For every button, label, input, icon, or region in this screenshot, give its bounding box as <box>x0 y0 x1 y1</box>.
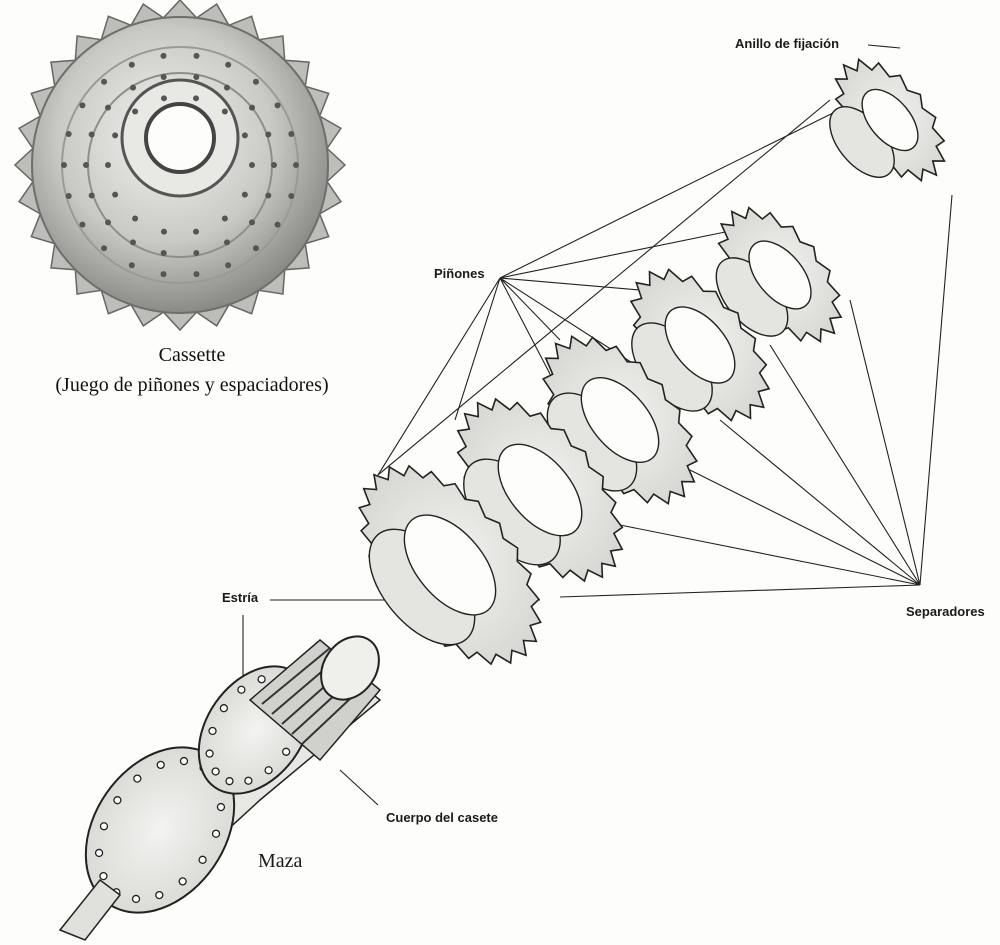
photo-hole <box>293 162 299 168</box>
exploded-sprockets <box>349 59 944 664</box>
spoke-hole <box>179 878 186 885</box>
spoke-hole <box>212 768 219 775</box>
photo-hole <box>224 85 230 91</box>
spoke-hole <box>265 767 272 774</box>
caption-title: Cassette <box>22 340 362 370</box>
photo-hole <box>265 193 271 199</box>
photo-hole <box>79 222 85 228</box>
photo-hole <box>222 109 228 115</box>
photo-hole <box>129 262 135 268</box>
photo-hole <box>105 219 111 225</box>
photo-hole <box>89 193 95 199</box>
photo-hole <box>193 74 199 80</box>
photo-hole <box>288 131 294 137</box>
photo-hole <box>160 271 166 277</box>
photo-hole <box>271 162 277 168</box>
photo-hole <box>66 131 72 137</box>
photo-hole <box>132 109 138 115</box>
photo-hole <box>112 192 118 198</box>
photo-hole <box>193 250 199 256</box>
spoke-hole <box>226 778 233 785</box>
photo-hole <box>105 105 111 111</box>
label-hub: Maza <box>258 850 302 873</box>
axle-end <box>60 880 120 940</box>
spoke-hole <box>220 705 227 712</box>
photo-hole <box>193 229 199 235</box>
photo-hole <box>130 85 136 91</box>
photo-hole <box>249 219 255 225</box>
photo-hole <box>83 162 89 168</box>
label-sprockets: Piñones <box>434 266 485 281</box>
spoke-hole <box>199 856 206 863</box>
photo-hole <box>130 239 136 245</box>
hub-assembly <box>55 625 391 941</box>
photo-hole <box>61 162 67 168</box>
label-cassette-body: Cuerpo del casete <box>386 810 498 825</box>
spoke-hole <box>283 748 290 755</box>
spoke-hole <box>258 676 265 683</box>
photo-hole <box>193 95 199 101</box>
photo-hole <box>222 215 228 221</box>
spoke-hole <box>96 849 103 856</box>
spoke-hole <box>133 895 140 902</box>
spoke-hole <box>238 686 245 693</box>
photo-hole <box>160 53 166 59</box>
photo-hole <box>66 193 72 199</box>
spoke-hole <box>156 892 163 899</box>
spoke-hole <box>100 873 107 880</box>
photo-hole <box>194 271 200 277</box>
spoke-hole <box>134 775 141 782</box>
spoke-hole <box>180 758 187 765</box>
photo-hole <box>242 192 248 198</box>
photo-hole <box>242 132 248 138</box>
spoke-hole <box>114 797 121 804</box>
photo-hole <box>161 95 167 101</box>
photo-hole <box>129 62 135 68</box>
photo-hole <box>288 193 294 199</box>
photo-hole <box>101 79 107 85</box>
spoke-hole <box>100 823 107 830</box>
label-spacers: Separadores <box>906 604 985 619</box>
photo-hole <box>249 105 255 111</box>
photo-hole <box>89 131 95 137</box>
caption-subtitle: (Juego de piñones y espaciadores) <box>22 370 362 400</box>
photo-hole <box>249 162 255 168</box>
photo-caption: Cassette (Juego de piñones y espaciadore… <box>22 340 362 400</box>
photo-hole <box>161 74 167 80</box>
photo-hole <box>79 102 85 108</box>
spoke-hole <box>213 830 220 837</box>
photo-hole <box>225 62 231 68</box>
photo-hole <box>253 79 259 85</box>
photo-hole <box>194 53 200 59</box>
photo-hole <box>161 229 167 235</box>
spoke-hole <box>206 750 213 757</box>
label-spline: Estría <box>222 590 258 605</box>
photo-hole <box>265 131 271 137</box>
photo-hole <box>224 239 230 245</box>
photo-hole <box>101 245 107 251</box>
label-locking-ring: Anillo de fijación <box>735 36 839 51</box>
spoke-hole <box>217 804 224 811</box>
spoke-hole <box>209 727 216 734</box>
spoke-hole <box>157 761 164 768</box>
photo-hole <box>225 262 231 268</box>
photo-hole <box>105 162 111 168</box>
photo-hole <box>132 215 138 221</box>
spoke-hole <box>245 777 252 784</box>
photo-hole <box>161 250 167 256</box>
photo-hole <box>253 245 259 251</box>
cassette-photo <box>15 0 345 330</box>
photo-hole <box>275 102 281 108</box>
photo-hole <box>275 222 281 228</box>
photo-hole <box>112 132 118 138</box>
photo-spline-hole <box>146 104 214 172</box>
